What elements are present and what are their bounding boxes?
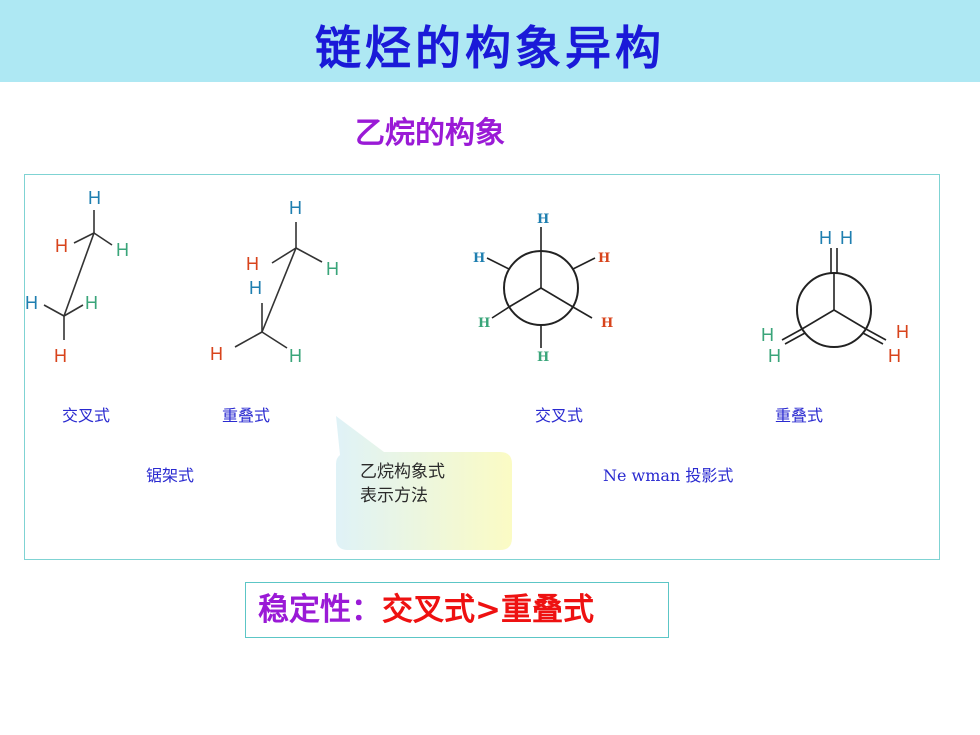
newman-staggered — [486, 227, 596, 348]
h-atom-label: H — [601, 316, 613, 331]
label-sawhorse-staggered: 交叉式 — [62, 406, 111, 425]
h-atom-label: H — [85, 293, 98, 313]
conformation-figure-frame — [24, 174, 940, 560]
h-atom-label: H — [888, 346, 901, 366]
callout-line-1: 乙烷构象式 — [360, 462, 445, 482]
h-atom-label: H — [537, 350, 549, 365]
h-atom-label: H — [768, 346, 781, 366]
title-bar: 链烃的构象异构 — [0, 0, 980, 82]
stability-value: 交叉式>重叠式 — [382, 592, 594, 628]
h-atom-label: H — [88, 188, 101, 208]
h-atom-label: H — [116, 240, 129, 260]
label-newman-staggered: 交叉式 — [535, 406, 584, 425]
stability-label: 稳定性： — [258, 592, 382, 628]
h-atom-label: H — [478, 316, 490, 331]
label-sawhorse-eclipsed: 重叠式 — [222, 406, 271, 425]
sawhorse-eclipsed — [234, 222, 323, 349]
h-atom-label: H — [25, 293, 38, 313]
h-atom-label: H — [840, 228, 853, 248]
page-title: 链烃的构象异构 — [315, 21, 665, 75]
group-label-newman: Ne wman 投影式 — [603, 466, 734, 485]
h-atom-label: H — [289, 346, 302, 366]
h-atom-label: H — [819, 228, 832, 248]
h-atom-label: H — [598, 251, 610, 266]
h-atom-label: H — [54, 346, 67, 366]
sawhorse-staggered — [43, 210, 113, 340]
h-atom-label: H — [210, 344, 223, 364]
stability-box: 稳定性：交叉式>重叠式 — [245, 582, 669, 638]
h-atom-label: H — [896, 322, 909, 342]
h-atom-label: H — [326, 259, 339, 279]
h-atom-label: H — [249, 278, 262, 298]
h-atom-label: H — [761, 325, 774, 345]
h-atom-label: H — [537, 212, 549, 227]
h-atom-label: H — [55, 236, 68, 256]
h-atom-label: H — [289, 198, 302, 218]
callout-bubble — [336, 416, 512, 550]
h-atom-label: H — [473, 251, 485, 266]
callout-text: 乙烷构象式 表示方法 — [360, 460, 445, 508]
label-newman-eclipsed: 重叠式 — [775, 406, 824, 425]
h-atom-label: H — [246, 254, 259, 274]
subtitle: 乙烷的构象 — [355, 116, 505, 151]
newman-eclipsed — [781, 248, 887, 348]
callout-line-2: 表示方法 — [360, 486, 428, 506]
group-label-sawhorse: 锯架式 — [146, 466, 195, 485]
